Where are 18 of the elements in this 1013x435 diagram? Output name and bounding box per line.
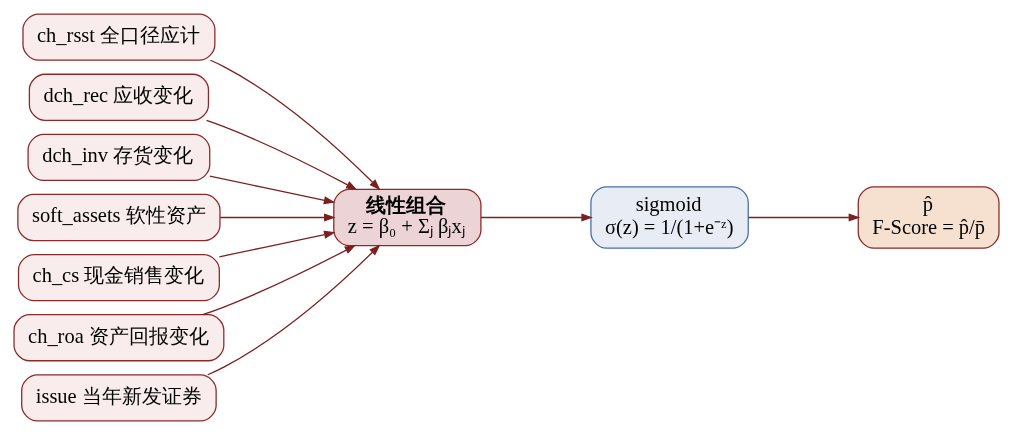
node-box: ch_rsst 全口径应计	[22, 13, 216, 61]
arrow	[209, 59, 381, 191]
arrow	[205, 119, 358, 191]
arrow	[209, 175, 336, 205]
node-box: dch_rec 应收变化	[28, 73, 210, 121]
node-box: sigmoid σ(z) = 1/(1+e⁻ᶻ)	[590, 186, 749, 249]
node-box: issue 当年新发证券	[21, 374, 217, 422]
node-box: soft_assets 软性资产	[17, 193, 221, 242]
arrow	[207, 244, 381, 376]
node-box: dch_inv 存货变化	[27, 133, 211, 182]
arrow	[219, 213, 336, 222]
arrow	[747, 213, 861, 222]
node-box: 线性组合 z = β₀ + Σⱼ βⱼxⱼ	[333, 188, 482, 247]
arrow	[480, 213, 593, 222]
node-box: ch_cs 现金销售变化	[17, 253, 220, 302]
arrow	[218, 230, 336, 258]
node-box: p̂ F-Score = p̂/p̄	[857, 186, 1000, 249]
node-box: ch_roa 资产回报变化	[13, 314, 225, 362]
